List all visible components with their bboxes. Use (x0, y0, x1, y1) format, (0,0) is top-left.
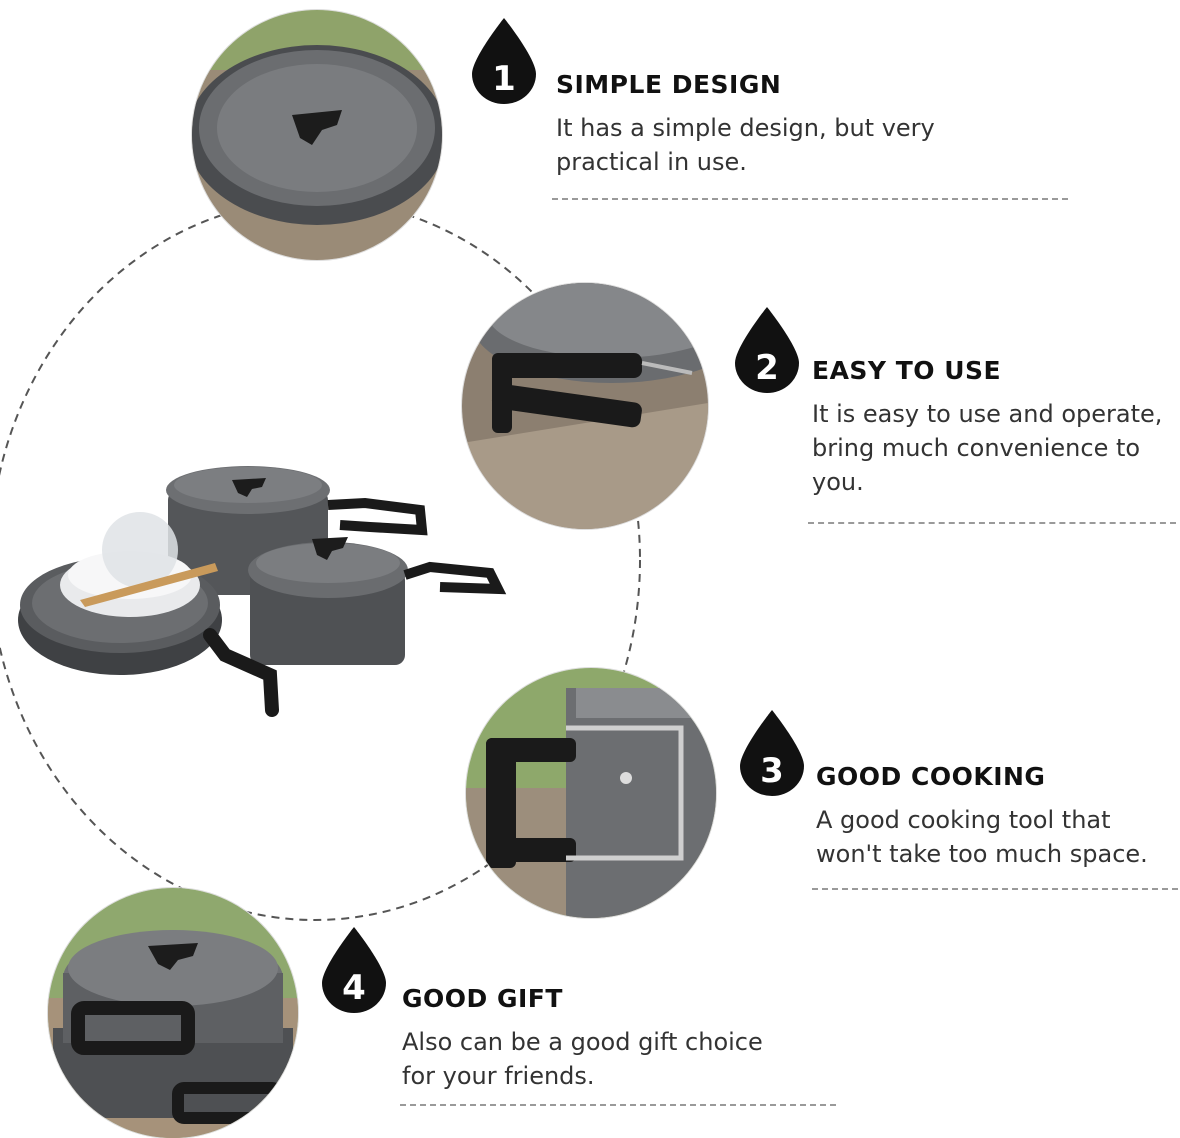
feature-title: GOOD GIFT (402, 984, 563, 1013)
water-drop-icon: 1 (472, 18, 536, 104)
feature-description: Also can be a good gift choice for your … (402, 1028, 763, 1090)
feature-number: 2 (755, 348, 779, 388)
feature-number: 1 (492, 59, 516, 99)
feature-description: It has a simple design, but very practic… (556, 114, 935, 176)
feature-description: A good cooking tool that won't take too … (816, 806, 1148, 868)
feature-simple-design: SIMPLE DESIGN It has a simple design, bu… (556, 70, 976, 179)
feature-good-gift: GOOD GIFT Also can be a good gift choice… (402, 984, 802, 1093)
water-drop-icon: 3 (740, 710, 804, 796)
dashed-divider (808, 522, 1176, 524)
feature-title: SIMPLE DESIGN (556, 70, 782, 99)
dashed-divider (400, 1104, 836, 1106)
feature-description: It is easy to use and operate, bring muc… (812, 400, 1163, 496)
feature-number: 3 (760, 751, 784, 791)
water-drop-icon: 2 (735, 307, 799, 393)
feature-easy-to-use: EASY TO USE It is easy to use and operat… (812, 356, 1178, 499)
feature-good-cooking: GOOD COOKING A good cooking tool that wo… (816, 762, 1176, 871)
handle-detail-photo (462, 283, 708, 529)
cookware-set-image (18, 466, 507, 717)
dashed-divider (812, 888, 1178, 890)
hinge-detail-photo (466, 668, 716, 918)
feature-title: GOOD COOKING (816, 762, 1046, 791)
feature-title: EASY TO USE (812, 356, 1002, 385)
lid-detail-photo (192, 10, 442, 260)
stacked-pots-photo (48, 888, 298, 1138)
feature-number: 4 (342, 968, 366, 1008)
dashed-divider (552, 198, 1068, 200)
water-drop-icon: 4 (322, 927, 386, 1013)
